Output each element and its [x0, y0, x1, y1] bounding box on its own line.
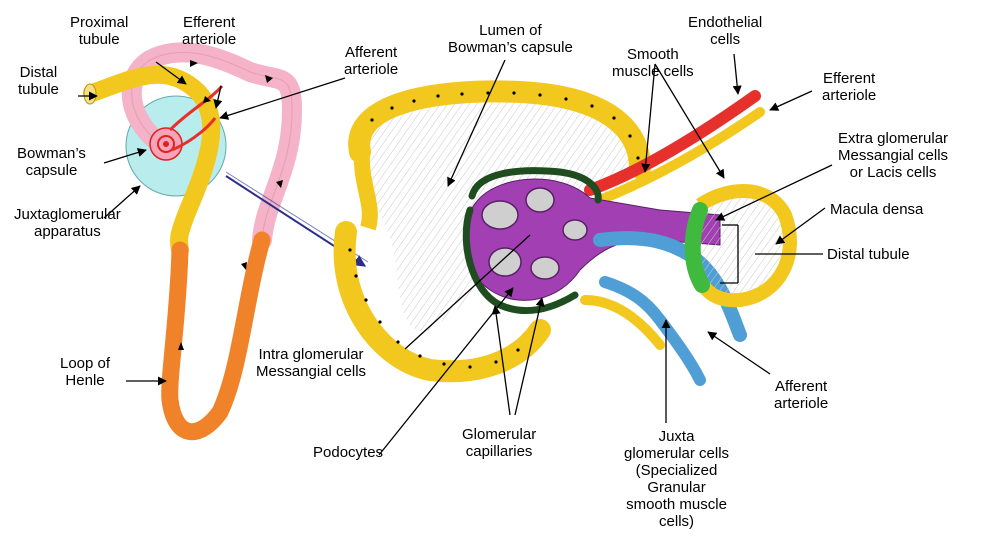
label-line: apparatus: [14, 223, 121, 240]
label-afferent-arteriole-left: Afferent arteriole: [344, 44, 398, 78]
label-afferent-arteriole-right: Afferent arteriole: [774, 378, 828, 412]
label-line: Distal tubule: [827, 246, 910, 263]
label-line: Distal: [18, 64, 59, 81]
label-macula-densa: Macula densa: [830, 201, 923, 218]
label-endothelial-cells: Endothelial cells: [688, 14, 762, 48]
label-line: Granular: [624, 479, 729, 496]
label-distal-tubule-right: Distal tubule: [827, 246, 910, 263]
label-line: Macula densa: [830, 201, 923, 218]
label-line: arteriole: [182, 31, 236, 48]
label-line: Afferent: [774, 378, 828, 395]
label-juxta-glomerular-cells: Juxta glomerular cells (Specialized Gran…: [624, 428, 729, 530]
label-proximal-tubule: Proximal tubule: [70, 14, 128, 48]
label-intra-glomerular-messangial: Intra glomerular Messangial cells: [256, 346, 366, 380]
label-smooth-muscle-cells: Smooth muscle cells: [612, 46, 694, 80]
label-extra-glomerular-messangial: Extra glomerular Messangial cells or Lac…: [838, 130, 948, 181]
label-line: Endothelial: [688, 14, 762, 31]
label-distal-tubule-left: Distal tubule: [18, 64, 59, 98]
label-line: Juxtaglomerular: [14, 206, 121, 223]
label-lumen-of-bowmans-capsule: Lumen of Bowman’s capsule: [448, 22, 573, 56]
loop-of-henle-shape: [170, 240, 262, 432]
label-line: Glomerular: [462, 426, 536, 443]
label-line: arteriole: [774, 395, 828, 412]
label-line: Podocytes: [313, 444, 383, 461]
label-line: capsule: [17, 162, 86, 179]
label-juxtaglomerular-apparatus: Juxtaglomerular apparatus: [14, 206, 121, 240]
label-line: arteriole: [344, 61, 398, 78]
label-line: Messangial cells: [838, 147, 948, 164]
label-glomerular-capillaries: Glomerular capillaries: [462, 426, 536, 460]
label-efferent-arteriole-right: Efferent arteriole: [822, 70, 876, 104]
label-loop-of-henle: Loop of Henle: [60, 355, 110, 389]
label-efferent-arteriole-left: Efferent arteriole: [182, 14, 236, 48]
label-podocytes: Podocytes: [313, 444, 383, 461]
label-line: glomerular cells: [624, 445, 729, 462]
label-line: cells: [688, 31, 762, 48]
label-line: Smooth: [612, 46, 694, 63]
label-line: Efferent: [182, 14, 236, 31]
label-line: Henle: [60, 372, 110, 389]
label-line: Bowman’s: [17, 145, 86, 162]
label-line: Proximal: [70, 14, 128, 31]
label-line: or Lacis cells: [838, 164, 948, 181]
label-line: tubule: [70, 31, 128, 48]
label-line: Afferent: [344, 44, 398, 61]
macula-densa-shape: [693, 210, 702, 285]
distal-tubule-right-shape: [700, 191, 790, 300]
label-line: arteriole: [822, 87, 876, 104]
label-line: Intra glomerular: [256, 346, 366, 363]
label-line: Loop of: [60, 355, 110, 372]
label-line: capillaries: [462, 443, 536, 460]
label-line: Bowman’s capsule: [448, 39, 573, 56]
label-line: Juxta: [624, 428, 729, 445]
label-line: smooth muscle: [624, 496, 729, 513]
label-line: Lumen of: [448, 22, 573, 39]
label-line: Efferent: [822, 70, 876, 87]
label-bowmans-capsule: Bowman’s capsule: [17, 145, 86, 179]
label-line: Messangial cells: [256, 363, 366, 380]
renal-corpuscle-detail: [345, 91, 790, 380]
label-line: muscle cells: [612, 63, 694, 80]
label-line: Extra glomerular: [838, 130, 948, 147]
label-line: cells): [624, 513, 729, 530]
label-line: tubule: [18, 81, 59, 98]
label-line: (Specialized: [624, 462, 729, 479]
